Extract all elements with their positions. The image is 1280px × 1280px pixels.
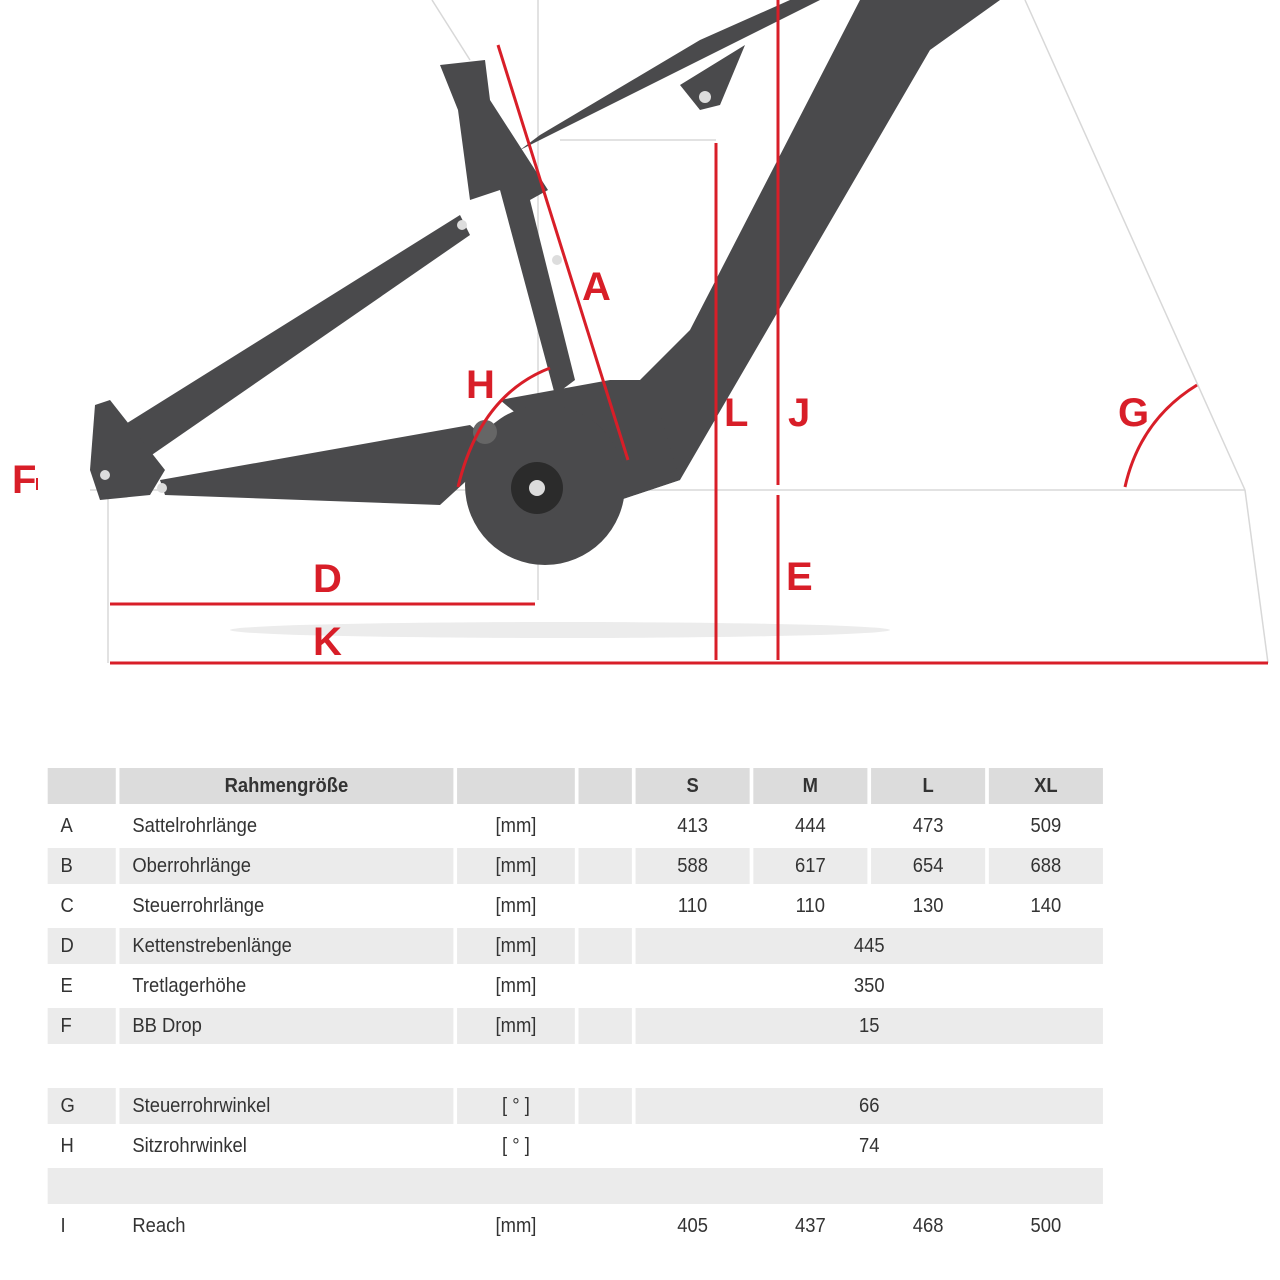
label-f: F bbox=[12, 458, 36, 502]
measurement-lines bbox=[36, 0, 1268, 665]
bike-frame bbox=[90, 0, 1000, 565]
label-g: G bbox=[1118, 391, 1149, 435]
size-m: M bbox=[753, 768, 868, 804]
label-a: A bbox=[582, 265, 611, 309]
size-l: L bbox=[871, 768, 986, 804]
label-k: K bbox=[313, 620, 342, 664]
label-d: D bbox=[313, 557, 342, 601]
size-s: S bbox=[635, 768, 750, 804]
frame-size-header: Rahmengröße bbox=[119, 768, 454, 804]
label-e: E bbox=[786, 555, 813, 599]
table-empty-row bbox=[47, 1168, 1103, 1204]
label-j: J bbox=[788, 391, 810, 435]
label-h: H bbox=[466, 363, 495, 407]
label-l: L bbox=[724, 391, 748, 435]
table-spacer bbox=[48, 1048, 1103, 1084]
bike-geometry-diagram: A D E F G H J K L bbox=[12, 0, 1269, 665]
reference-lines bbox=[90, 0, 1269, 664]
table-header: Rahmengröße S M L XL bbox=[47, 768, 1103, 804]
size-xl: XL bbox=[988, 768, 1103, 804]
ground-shadow bbox=[230, 622, 890, 638]
